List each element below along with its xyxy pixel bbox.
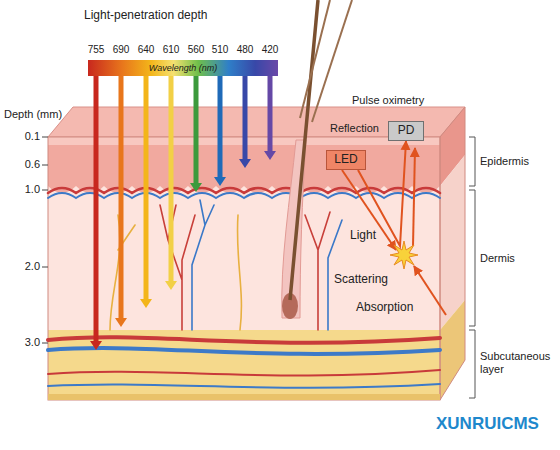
layer-label: Subcutaneous layer — [480, 350, 556, 376]
led-box: LED — [326, 150, 366, 170]
wavelength-value: 420 — [255, 44, 285, 56]
depth-value: 2.0 — [4, 260, 40, 273]
depth-value: 0.6 — [4, 158, 40, 171]
wavelength-value: 755 — [81, 44, 111, 56]
section-label: Pulse oximetry — [352, 94, 424, 107]
wavelength-value: 640 — [131, 44, 161, 56]
depth-value: 1.0 — [4, 183, 40, 196]
watermark: XUNRUICMS — [436, 414, 539, 434]
depth-value: 0.1 — [4, 130, 40, 143]
process-label: Absorption — [356, 300, 413, 314]
layer-label: Epidermis — [480, 155, 529, 168]
process-label: Light — [350, 228, 376, 242]
axis-title: Depth (mm) — [4, 108, 62, 121]
wavelength-bar-text: Wavelength (nm) — [149, 63, 217, 73]
skin-block — [48, 107, 465, 400]
wavelength-value: 510 — [205, 44, 235, 56]
layer-brackets — [469, 137, 475, 398]
penetration-arrows — [90, 76, 276, 350]
process-label: Scattering — [334, 272, 388, 286]
depth-ticks — [42, 137, 48, 343]
blood-vessels — [48, 188, 440, 400]
wavelength-bar: Wavelength (nm) — [88, 60, 278, 76]
wavelength-value: 690 — [106, 44, 136, 56]
wavelength-value: 480 — [230, 44, 260, 56]
oximetry-light-path — [342, 148, 446, 315]
photodiode-box-text: PD — [398, 124, 415, 138]
wavelength-value: 560 — [181, 44, 211, 56]
depth-value: 3.0 — [4, 336, 40, 349]
wavelength-value: 610 — [156, 44, 186, 56]
layer-label: Dermis — [480, 252, 515, 265]
scattering-burst — [390, 241, 418, 269]
diagram-title: Light-penetration depth — [84, 8, 207, 22]
process-label: Reflection — [330, 122, 379, 135]
led-box-text: LED — [334, 153, 357, 167]
photodiode-box: PD — [388, 121, 424, 141]
